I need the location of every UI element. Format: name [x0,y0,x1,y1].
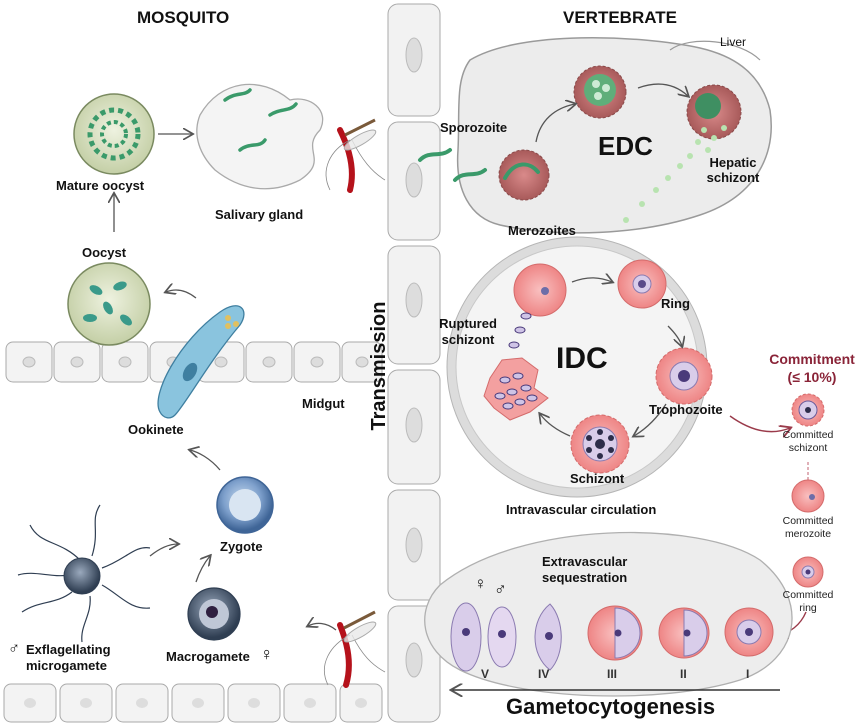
gametocyte-stage-iii [587,605,643,661]
male-symbol-microgamete: ♂ [8,640,20,657]
exflagellating-microgamete [17,504,151,643]
label-exflagellating-1: Exflagellating [26,642,111,657]
label-sporozoite: Sporozoite [440,120,508,135]
macrogamete [187,587,241,641]
label-commitment-pct: (≤ 10%) [787,369,837,385]
arrow-schizont-to-rupture [540,414,571,437]
label-extravascular-1: Extravascular [542,554,628,569]
arrow-commitment [729,415,790,432]
label-schizont: Schizont [570,471,625,486]
infected-hepatocyte [498,149,550,201]
sporozoites [418,148,487,182]
arrow-ookinete-to-oocyst [166,290,197,299]
label-mature-oocyst: Mature oocyst [56,178,145,193]
label-hepatic-2: schizont [706,170,760,185]
arrow-trophozoite-to-schizont [634,403,667,436]
label-midgut: Midgut [302,396,345,411]
ruptured-schizont-stage [483,312,549,421]
stage-label-v: V [481,667,490,681]
gametocyte-stage-i [724,607,774,657]
label-extravascular-2: sequestration [542,570,628,585]
label-edc: EDC [598,131,653,161]
male-symbol-gametocyte: ♂ [494,580,507,599]
header-mosquito: MOSQUITO [137,8,230,27]
arrow-ring-to-trophozoite [667,325,682,346]
female-symbol-gametocyte: ♀ [474,574,487,593]
label-oocyst: Oocyst [82,245,127,260]
arrow-macrogamete-to-zygote [195,556,210,583]
arrow-zygote-to-ookinete [190,450,221,471]
salivary-gland [196,83,324,190]
oocyst [67,262,151,346]
zygote [216,476,274,534]
gametocyte-stage-v-male [487,606,517,668]
ookinete [157,305,245,419]
label-committed-ring-1: Committed [782,589,834,601]
label-commitment: Commitment [769,351,855,367]
ring-stage [617,259,667,309]
arrow-merozoite-to-ring [571,278,612,282]
cell-column [387,3,441,723]
label-committed-schizont-1: Committed [782,429,834,441]
label-intravascular-circulation: Intravascular circulation [506,502,657,517]
gametocyte-stage-v [450,602,482,672]
label-ruptured-2: schizont [441,332,495,347]
label-trophozoite: Trophozoite [649,402,723,417]
stage-label-i: I [746,667,750,681]
label-idc: IDC [556,342,608,375]
stage-label-iv: IV [538,667,550,681]
label-ruptured-1: Ruptured [439,316,497,331]
label-hepatic-1: Hepatic [709,155,757,170]
schizont-stage [570,414,630,474]
label-ring: Ring [661,296,690,311]
female-symbol-macrogamete: ♀ [260,644,274,664]
label-merozoites: Merozoites [508,223,576,238]
label-macrogamete: Macrogamete [166,649,250,664]
label-gametocytogenesis: Gametocytogenesis [506,694,716,719]
mature-oocyst [73,93,155,175]
bottom-epithelium [3,683,383,723]
stage-label-iii: III [607,667,618,681]
arrow-mosquito-to-gametes [308,623,337,631]
trophozoite-stage [655,347,713,405]
gametocyte-stage-iv [534,603,562,671]
committed-merozoite [791,479,825,513]
arrow-liver-stage-to-schizont [637,83,688,96]
stage-label-ii: II [680,667,687,681]
arrow-microgamete-to-zygote [149,544,178,557]
label-committed-ring-2: ring [799,602,817,614]
label-committed-schizont-2: schizont [788,442,828,454]
transmission-label: Transmission [368,301,390,431]
label-zygote: Zygote [220,539,263,554]
gametocyte-stage-ii [658,607,710,659]
mosquito-top [325,118,386,193]
mosquito-bottom [324,610,386,688]
label-committed-merozoite-1: Committed [782,515,834,527]
developing-liver-schizont [573,65,627,119]
label-exflagellating-2: microgamete [26,658,107,673]
label-liver: Liver [720,35,747,49]
merozoite-rbc [513,263,567,317]
hepatic-schizont [623,84,742,223]
header-vertebrate: VERTEBRATE [563,8,677,27]
label-ookinete: Ookinete [128,422,184,437]
committed-schizont [791,393,825,427]
label-salivary-gland: Salivary gland [215,207,304,222]
committed-ring [792,556,824,588]
label-committed-merozoite-2: merozoite [784,528,832,540]
arrow-sporozoite-to-liver-stage [535,104,575,143]
